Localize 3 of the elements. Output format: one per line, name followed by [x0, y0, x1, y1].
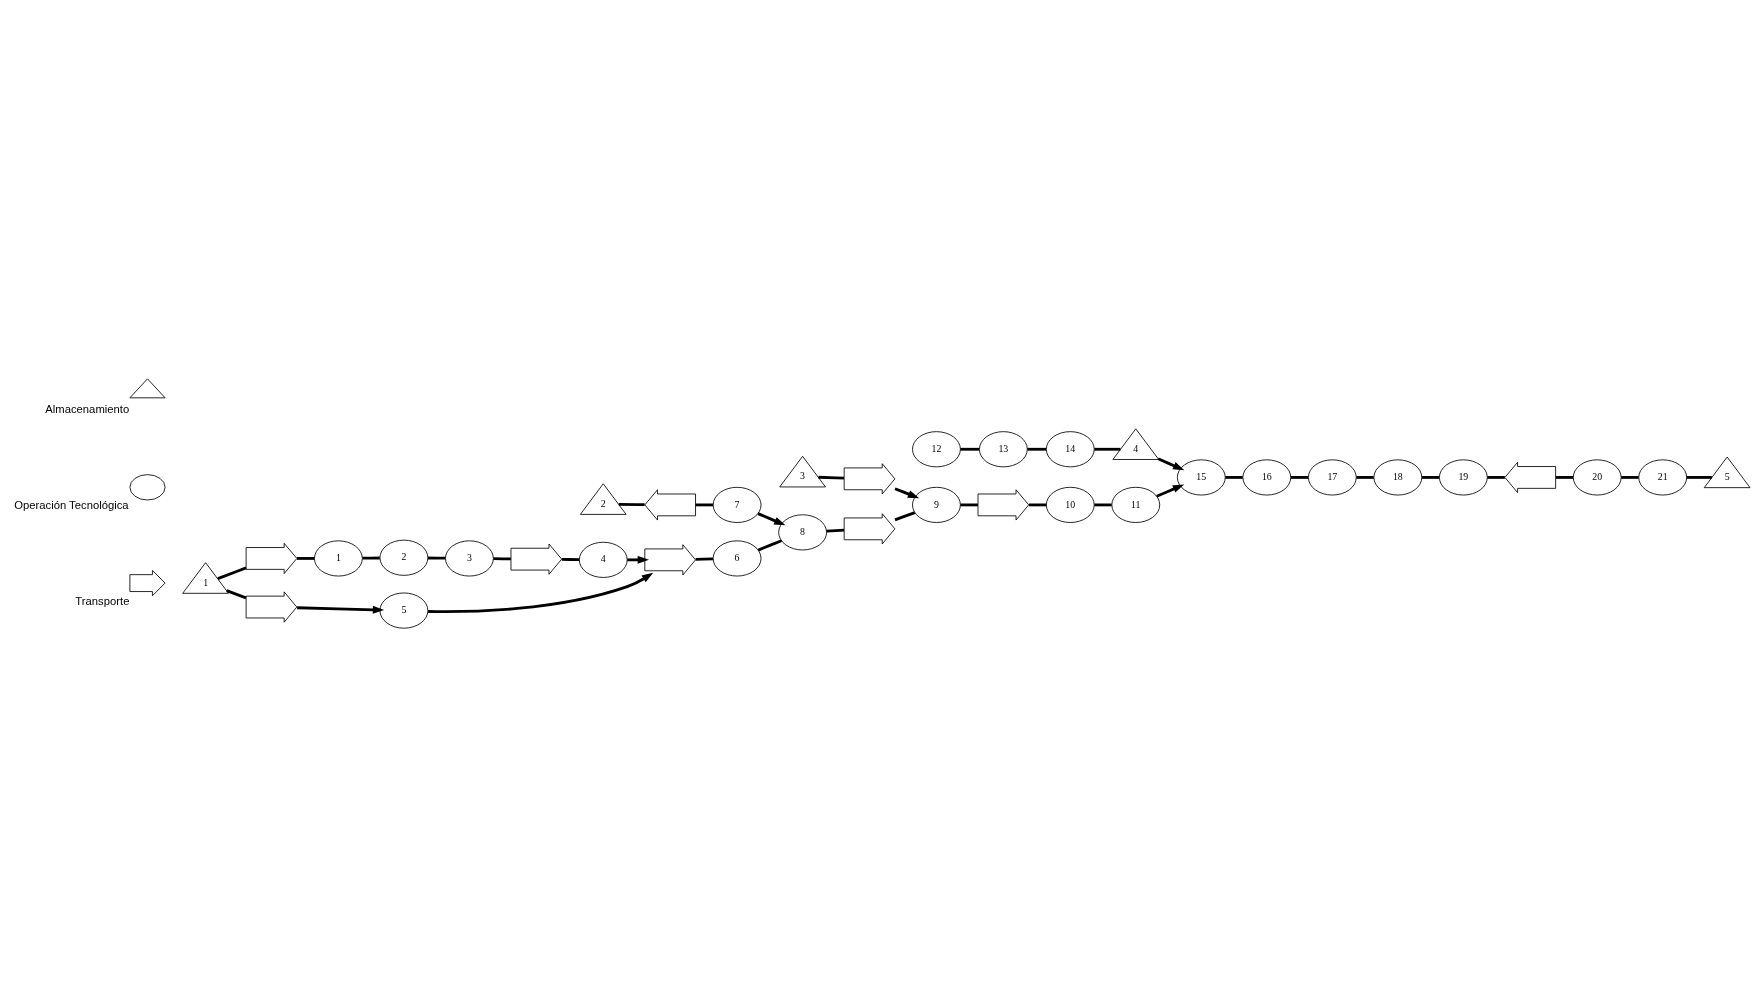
legend-label: Transporte: [75, 594, 130, 607]
legend-label: Almacenamiento: [45, 402, 130, 415]
legend-label: Operación Tecnológica: [14, 498, 129, 511]
